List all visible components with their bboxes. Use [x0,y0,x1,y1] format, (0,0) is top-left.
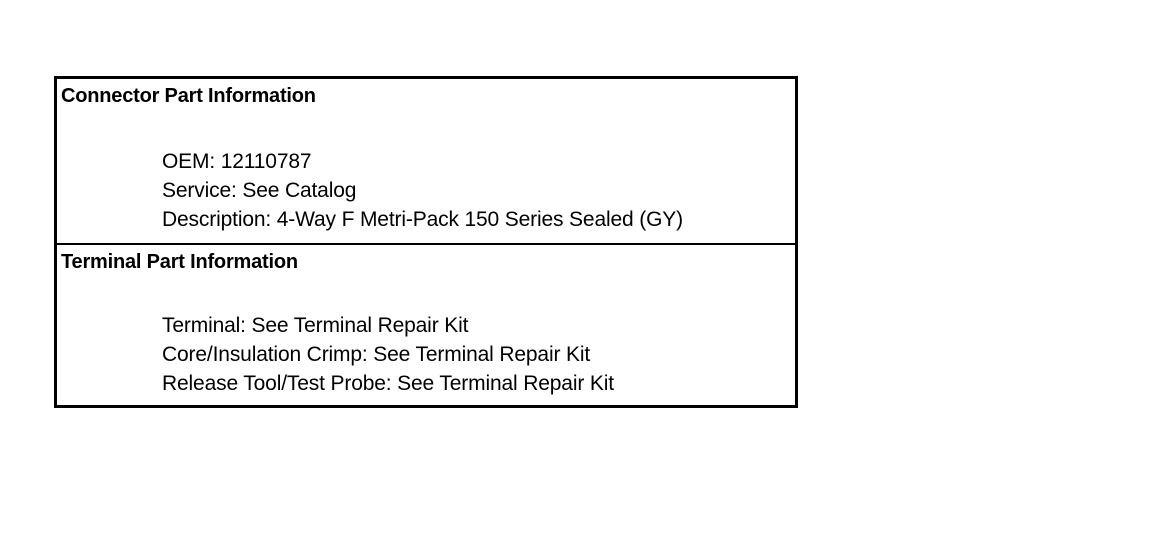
terminal-terminal-field: Terminal: See Terminal Repair Kit [162,314,469,337]
connector-field-list: OEM: 12110787 Service: See Catalog Descr… [162,147,683,234]
connector-oem-field: OEM: 12110787 [162,150,312,173]
terminal-part-information-section: Terminal Part Information Terminal: See … [57,245,795,405]
connector-part-information-section: Connector Part Information OEM: 12110787… [57,79,795,245]
connector-part-information-panel: Connector Part Information OEM: 12110787… [54,76,798,408]
terminal-release-tool-test-probe-field: Release Tool/Test Probe: See Terminal Re… [162,372,614,395]
terminal-section-heading: Terminal Part Information [61,251,298,273]
connector-section-heading: Connector Part Information [61,85,316,107]
connector-description-field: Description: 4-Way F Metri-Pack 150 Seri… [162,208,683,231]
terminal-core-insulation-crimp-field: Core/Insulation Crimp: See Terminal Repa… [162,343,591,366]
terminal-field-list: Terminal: See Terminal Repair Kit Core/I… [162,311,614,398]
connector-service-field: Service: See Catalog [162,179,357,202]
